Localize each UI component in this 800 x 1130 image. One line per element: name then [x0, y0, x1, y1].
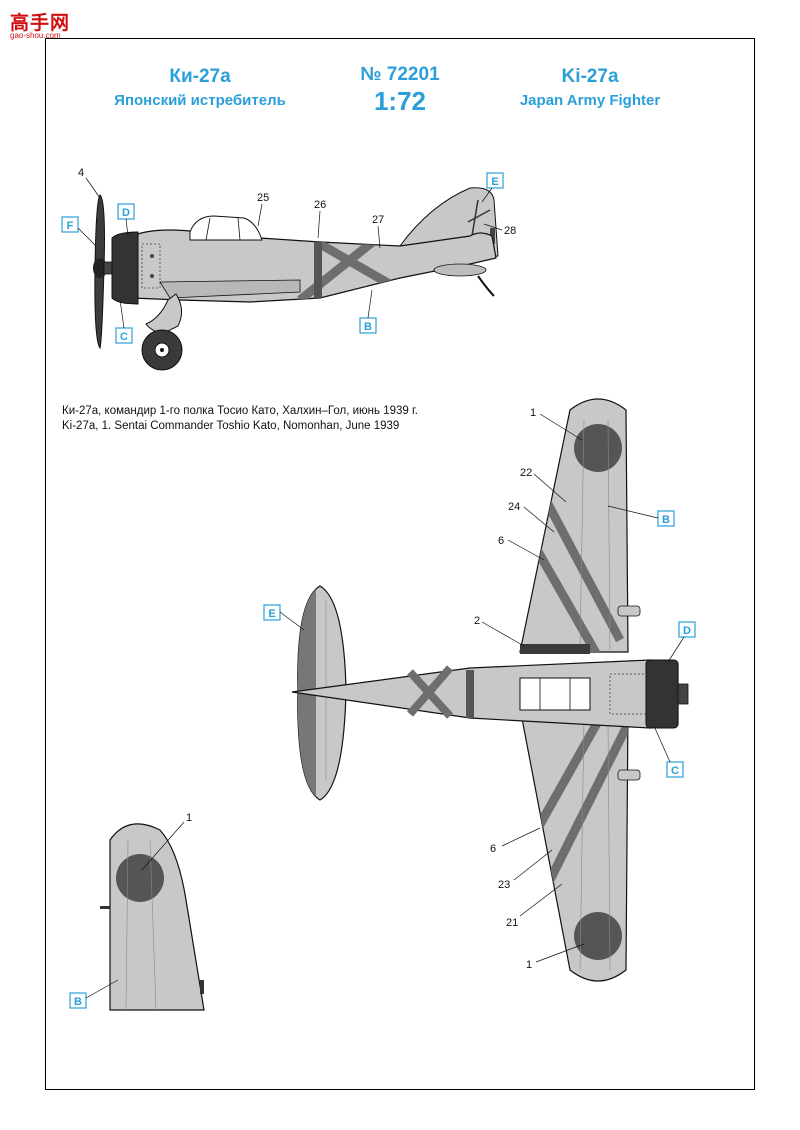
svg-text:B: B: [662, 514, 670, 526]
callout-21: 21: [506, 917, 518, 929]
callout-27: 27: [372, 214, 384, 226]
svg-text:D: D: [683, 625, 691, 637]
callout-22: 22: [520, 467, 532, 479]
svg-text:E: E: [491, 176, 498, 188]
watermark-url: gao-shou.com: [10, 31, 61, 40]
right-title: Ki-27a: [561, 66, 619, 87]
top-view: [291, 398, 689, 982]
right-subtitle: Japan Army Fighter: [519, 92, 661, 109]
callout-26: 26: [314, 199, 326, 211]
kit-scale: 1:72: [373, 86, 427, 116]
callout-1-detail: 1: [186, 812, 192, 824]
box-e-side: [486, 172, 504, 189]
callout-1-top: 1: [530, 407, 536, 419]
svg-text:B: B: [74, 996, 82, 1008]
callout-28: 28: [504, 225, 516, 237]
svg-text:F: F: [67, 220, 74, 232]
callout-4: 4: [78, 167, 84, 179]
box-f: [61, 216, 79, 233]
top-fuselage: [291, 659, 679, 729]
top-callouts: 1 22 24 6 2 6 23 21 1 B E D C: [263, 407, 696, 971]
wing-detail-view: [100, 823, 205, 1011]
watermark-logo: 高手网 gao-shou.com: [4, 4, 74, 40]
callout-1-bottom: 1: [526, 959, 532, 971]
svg-text:C: C: [671, 765, 679, 777]
propeller: [93, 194, 113, 350]
box-b-detail: [69, 992, 87, 1009]
box-d-top: [678, 621, 696, 638]
box-e-top: [263, 604, 281, 621]
side-view: [93, 187, 499, 371]
caption-english: Ki-27a, 1. Sentai Commander Toshio Kato,…: [62, 420, 400, 432]
side-callouts: 4 25 26 27 28 F D C B E: [61, 167, 516, 344]
box-c-top: [666, 761, 684, 778]
box-b-top: [657, 510, 675, 527]
left-subtitle: Японский истребитель: [114, 92, 286, 109]
svg-text:B: B: [364, 321, 372, 333]
kit-number: № 72201: [360, 64, 440, 85]
caption-russian: Ки-27а, командир 1-го полка Тосио Като, …: [62, 405, 418, 417]
svg-text:D: D: [122, 207, 130, 219]
svg-text:E: E: [268, 608, 275, 620]
callout-25: 25: [257, 192, 269, 204]
svg-text:C: C: [120, 331, 128, 343]
callout-6-bottom: 6: [490, 843, 496, 855]
callout-23: 23: [498, 879, 510, 891]
side-canopy: [189, 215, 263, 241]
detail-callouts: 1 B: [69, 812, 192, 1009]
callout-6-top: 6: [498, 535, 504, 547]
left-title: Ки-27а: [169, 66, 231, 87]
drawing-sheet-border: [45, 38, 755, 1090]
watermark-text: 高手网: [10, 12, 71, 34]
side-cowling: [111, 231, 139, 305]
callout-24: 24: [508, 501, 520, 513]
callout-2: 2: [474, 615, 480, 627]
side-landing-gear: [141, 293, 183, 371]
top-cowling: [645, 659, 679, 729]
